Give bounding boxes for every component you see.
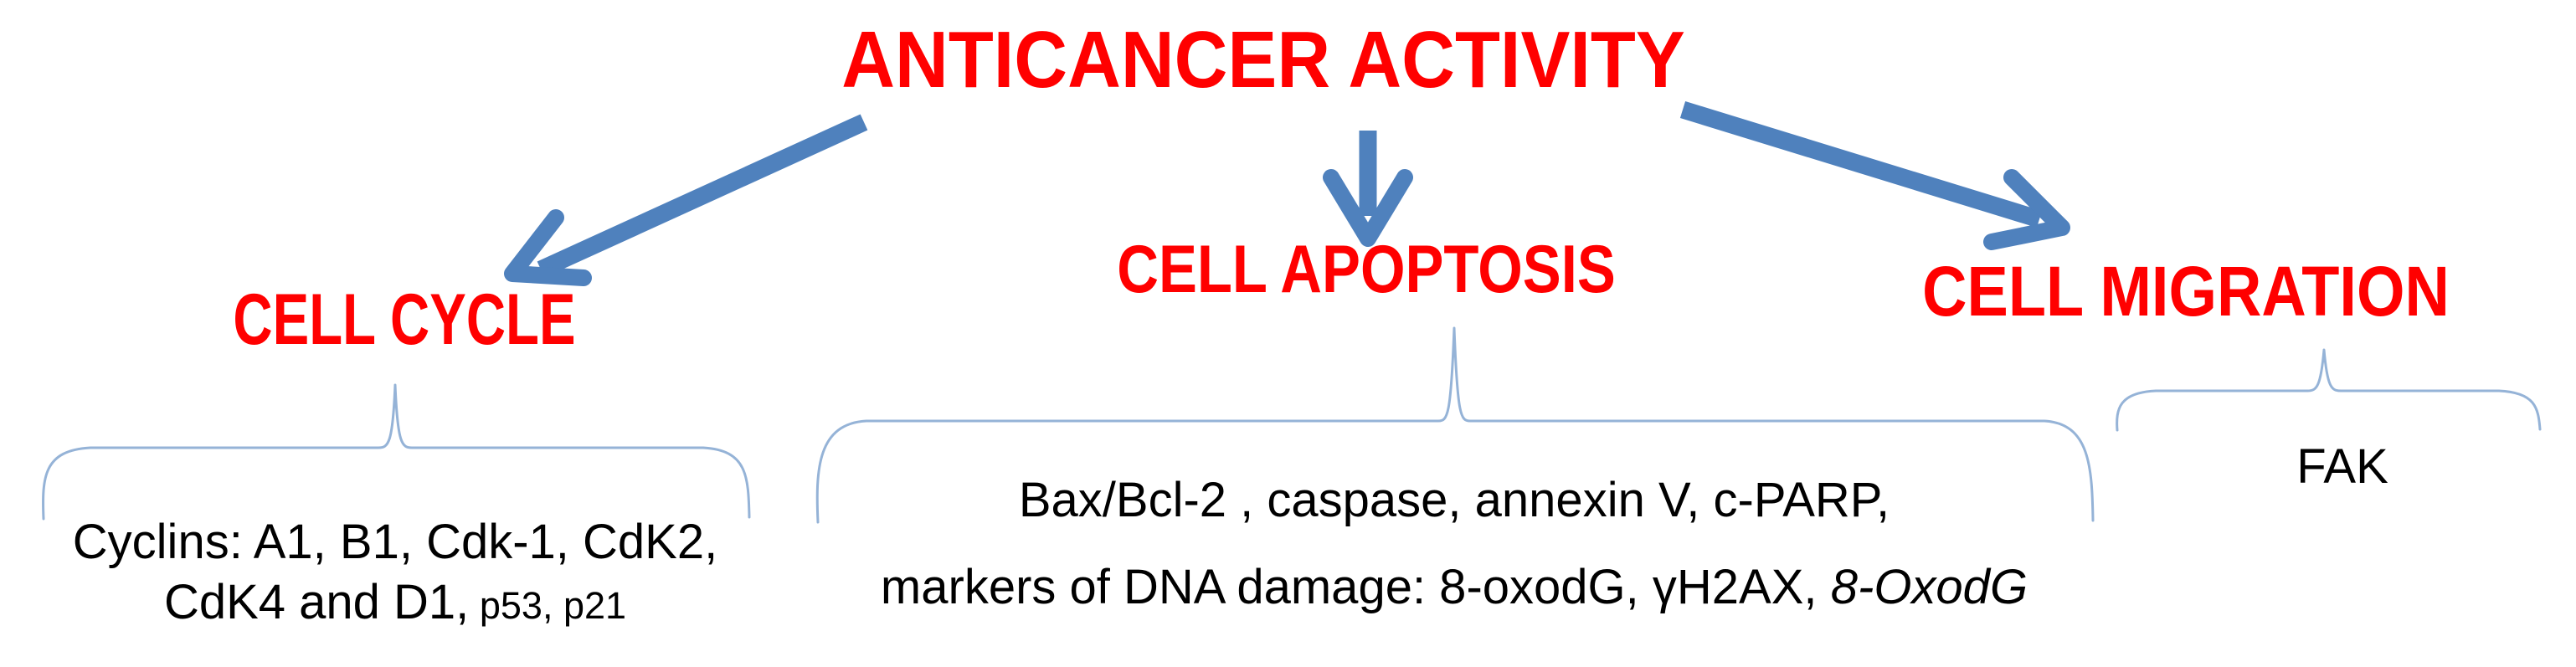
- arrow-to-cell-cycle: [504, 114, 868, 286]
- cell-cycle-detail-line1: Cyclins: A1, B1, Cdk-1, CdK2,: [72, 515, 718, 569]
- cell-cycle-brace: [42, 383, 751, 521]
- heading-cell-apoptosis: CELL APOPTOSIS: [1117, 232, 1616, 307]
- cell-apoptosis-brace: [815, 326, 2095, 524]
- arrow-to-cell-migration-shaft: [1679, 100, 2043, 228]
- arrow-to-cell-cycle-head: [504, 209, 592, 286]
- heading-cell-cycle: CELL CYCLE: [233, 280, 576, 360]
- cell-cycle-detail-line2: CdK4 and D1,p53, p21: [73, 572, 717, 636]
- arrow-to-cell-cycle-shaft: [537, 114, 868, 278]
- arrow-to-cell-migration-head: [1983, 169, 2070, 250]
- arrow-to-cell-apoptosis: [1323, 131, 1413, 247]
- cell-apoptosis-detail-line2-italic: 8-OxodG: [1830, 560, 2028, 614]
- cell-cycle-detail-line2-main: CdK4 and D1,: [163, 575, 470, 629]
- cell-migration-brace: [2116, 348, 2542, 432]
- cell-apoptosis-detail-line2-main: markers of DNA damage: 8-oxodG, γH2AX,: [880, 560, 1818, 614]
- cell-apoptosis-detail-line2: markers of DNA damage: 8-oxodG, γH2AX,8-…: [881, 544, 2028, 631]
- arrow-to-cell-apoptosis-head: [1323, 169, 1413, 247]
- cell-cycle-detail-text: Cyclins: A1, B1, Cdk-1, CdK2, CdK4 and D…: [73, 512, 717, 636]
- heading-cell-migration: CELL MIGRATION: [1922, 252, 2450, 331]
- cell-migration-detail-text: FAK: [2296, 439, 2388, 494]
- cell-apoptosis-detail-line1: Bax/Bcl-2 , caspase, annexin V, c-PARP,: [1018, 473, 1890, 527]
- arrow-to-cell-migration: [1679, 100, 2070, 250]
- cell-apoptosis-detail-text: Bax/Bcl-2 , caspase, annexin V, c-PARP, …: [881, 457, 2028, 631]
- diagram-title: ANTICANCER ACTIVITY: [841, 15, 1685, 105]
- cell-cycle-detail-line2-small: p53, p21: [479, 584, 627, 627]
